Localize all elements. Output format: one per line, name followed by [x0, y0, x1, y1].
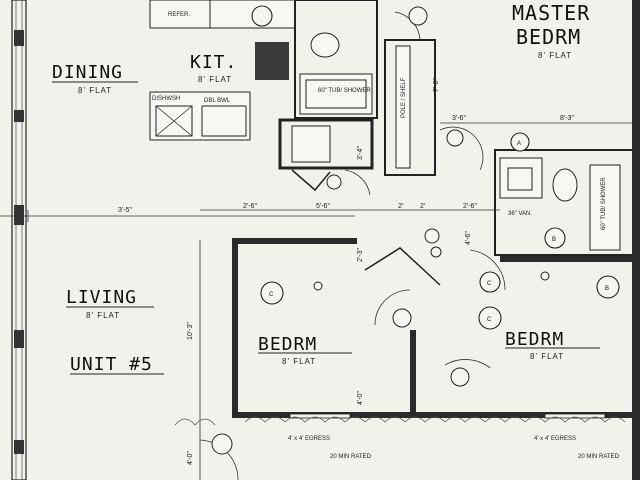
dim-14: 4'-0" [357, 391, 364, 405]
linen-label: POLE / SHELF [401, 77, 407, 118]
tub-label-right: 60" TUB/ SHOWER [601, 177, 607, 230]
living-title: LIVING [66, 287, 137, 308]
svg-text:C: C [487, 281, 492, 287]
dim-12: 4'-6" [465, 231, 472, 245]
dining-title: DINING [52, 62, 123, 83]
egress-label-right: 4' x 4' EGRESS [534, 436, 576, 442]
dim-13: 10'-3" [187, 322, 194, 340]
symbol-b2: B [544, 227, 566, 249]
svg-text:C: C [269, 292, 274, 298]
rating-label-left: 20 MIN RATED [330, 454, 372, 460]
svg-text:B: B [552, 237, 556, 243]
kitchen-title: KIT. [190, 52, 237, 73]
dim-4: 2' [398, 203, 403, 210]
dim-5: 2' [420, 203, 425, 210]
interior-dimensions: 2'-6" 5'-6" 2' 2' 2'-6" 3'-6" 8'-3" 7'-6… [187, 78, 640, 480]
svg-text:A: A [517, 141, 521, 147]
master-bedroom-title-2: BEDRM [516, 25, 581, 49]
dim-15: 4'-0" [187, 451, 194, 465]
symbol-c2: C [478, 306, 502, 330]
master-bedroom-title: MASTER [512, 1, 590, 25]
dim-2: 2'-6" [243, 203, 257, 210]
bedroom-left-title: BEDRM [258, 334, 317, 355]
door-swings [199, 11, 506, 480]
dim-3: 5'-6" [316, 203, 330, 210]
dishwasher-label: DISHWSH [152, 96, 180, 102]
symbol-b1: B [596, 275, 620, 299]
master-bedroom-height: 8' FLAT [538, 51, 572, 60]
dim-7: 3'-6" [452, 115, 466, 122]
symbol-a1: A [510, 132, 530, 152]
bedroom-right-title: BEDRM [505, 329, 564, 350]
hall-bathroom: 60" TUB/ SHOWER [278, 0, 378, 170]
symbol-c1: C [260, 281, 284, 305]
symbol-c3: C [479, 271, 501, 293]
dim-8: 8'-3" [560, 115, 574, 122]
tub-label-left: 60" TUB/ SHOWER [318, 88, 371, 94]
ceiling-fixtures [211, 6, 550, 455]
living-height: 8' FLAT [86, 311, 120, 320]
double-bowl-label: DBL BWL [204, 98, 231, 104]
kitchen-height: 8' FLAT [198, 75, 232, 84]
fridge-label: REFER. [168, 12, 190, 18]
bedroom-walls [232, 0, 640, 480]
egress-windows: 4' x 4' EGRESS 4' x 4' EGRESS 20 MIN RAT… [288, 413, 620, 460]
dim-6: 2'-6" [463, 203, 477, 210]
kitchen-counters: REFER. DISHWSH DBL BWL [149, 0, 296, 141]
egress-label-left: 4' x 4' EGRESS [288, 436, 330, 442]
dim-9: 7'-6" [433, 78, 440, 92]
rating-label-right: 20 MIN RATED [578, 454, 620, 460]
dim-11: 2'-3" [357, 248, 364, 262]
left-exterior-wall [11, 0, 27, 480]
dim-10: 3'-4" [357, 146, 364, 160]
unit-number: UNIT #5 [70, 354, 153, 375]
svg-text:C: C [487, 317, 492, 323]
bedroom-right-height: 8' FLAT [530, 352, 564, 361]
linen-closet: POLE / SHELF [384, 39, 436, 176]
master-bathroom: 60" TUB/ SHOWER 36" VAN. [494, 149, 640, 256]
dining-height: 8' FLAT [78, 86, 112, 95]
dimension-label: 3'-5" [118, 207, 132, 214]
vanity-label: 36" VAN. [508, 211, 532, 217]
svg-text:B: B [605, 286, 609, 292]
landscape-shrubs [174, 416, 626, 426]
bedroom-left-height: 8' FLAT [282, 357, 316, 366]
